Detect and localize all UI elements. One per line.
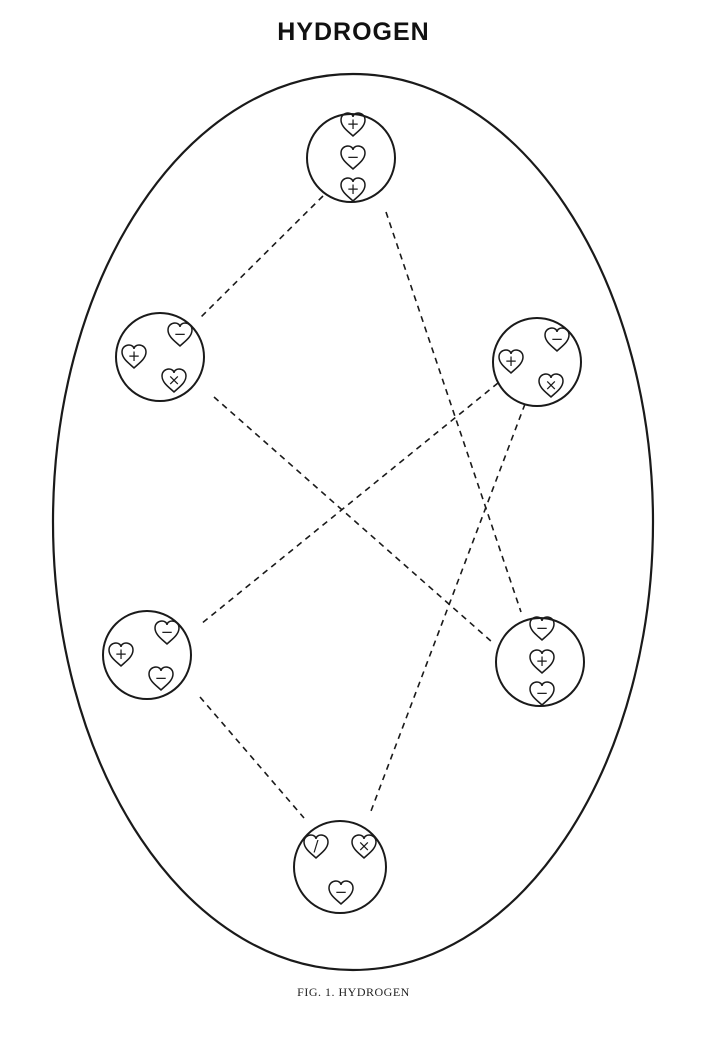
- link-top-upper-left: [199, 195, 324, 319]
- heart-particle: −: [340, 145, 366, 171]
- heart-particle: +: [529, 649, 555, 675]
- particle-group-upper-right: − + ×: [492, 317, 582, 407]
- particle-group-bottom: / × −: [293, 820, 387, 914]
- charge-mark: −: [347, 148, 360, 166]
- charge-mark: −: [551, 330, 564, 348]
- charge-mark: +: [347, 115, 360, 133]
- heart-particle: −: [148, 666, 174, 692]
- charge-mark: ×: [545, 376, 558, 394]
- charge-mark: +: [115, 645, 128, 663]
- charge-mark: −: [174, 325, 187, 343]
- heart-icon: [498, 349, 524, 375]
- charge-mark: −: [536, 619, 549, 637]
- link-top-lower-right: [385, 211, 522, 613]
- charge-mark: +: [347, 180, 360, 198]
- heart-icon: [121, 344, 147, 370]
- charge-mark: +: [536, 652, 549, 670]
- charge-mark: −: [335, 883, 348, 901]
- heart-icon: [340, 145, 366, 171]
- heart-icon: [529, 649, 555, 675]
- heart-particle: −: [167, 322, 193, 348]
- heart-particle: ×: [538, 373, 564, 399]
- heart-particle: −: [544, 327, 570, 353]
- heart-icon: [108, 642, 134, 668]
- particle-group-top: + − +: [306, 112, 396, 203]
- heart-icon: [529, 681, 555, 707]
- heart-icon: [529, 616, 555, 642]
- heart-particle: −: [529, 681, 555, 707]
- charge-mark: +: [505, 352, 518, 370]
- charge-mark: +: [128, 347, 141, 365]
- heart-icon: [167, 322, 193, 348]
- heart-particle: +: [108, 642, 134, 668]
- heart-icon: [340, 177, 366, 203]
- heart-particle: +: [340, 112, 366, 138]
- heart-icon: [328, 880, 354, 906]
- heart-particle: +: [498, 349, 524, 375]
- charge-mark: ×: [358, 837, 371, 855]
- heart-particle: /: [303, 834, 329, 860]
- charge-mark: ×: [168, 371, 181, 389]
- heart-icon: [340, 112, 366, 138]
- heart-particle: ×: [161, 368, 187, 394]
- heart-icon: [148, 666, 174, 692]
- page-title: HYDROGEN: [277, 18, 430, 46]
- link-upper-right-bottom: [370, 403, 526, 812]
- particle-group-upper-left: − + ×: [115, 312, 205, 402]
- particle-group-lower-left: − + −: [102, 610, 192, 700]
- link-lower-left-bottom: [199, 696, 305, 819]
- heart-icon: [544, 327, 570, 353]
- heart-icon: [303, 834, 329, 860]
- heart-particle: ×: [351, 834, 377, 860]
- heart-particle: +: [121, 344, 147, 370]
- group-circle: [492, 317, 582, 407]
- heart-particle: −: [154, 620, 180, 646]
- outer-oval: [51, 72, 655, 972]
- charge-mark: −: [155, 669, 168, 687]
- link-upper-right-lower-left: [200, 382, 499, 625]
- heart-icon: [154, 620, 180, 646]
- charge-mark: /: [313, 837, 319, 855]
- groups-layer: + − + − + × − + × − + − − + − / × −: [102, 112, 585, 914]
- link-upper-left-lower-right: [213, 396, 493, 643]
- heart-particle: −: [328, 880, 354, 906]
- heart-particle: −: [529, 616, 555, 642]
- charge-mark: −: [161, 623, 174, 641]
- group-circle: [115, 312, 205, 402]
- figure-caption: FIG. 1. HYDROGEN: [297, 985, 410, 999]
- charge-mark: −: [536, 684, 549, 702]
- heart-icon: [161, 368, 187, 394]
- particle-group-lower-right: − + −: [495, 616, 585, 707]
- heart-icon: [351, 834, 377, 860]
- links-layer: [199, 195, 526, 819]
- heart-icon: [538, 373, 564, 399]
- group-circle: [293, 820, 387, 914]
- group-circle: [102, 610, 192, 700]
- heart-particle: +: [340, 177, 366, 203]
